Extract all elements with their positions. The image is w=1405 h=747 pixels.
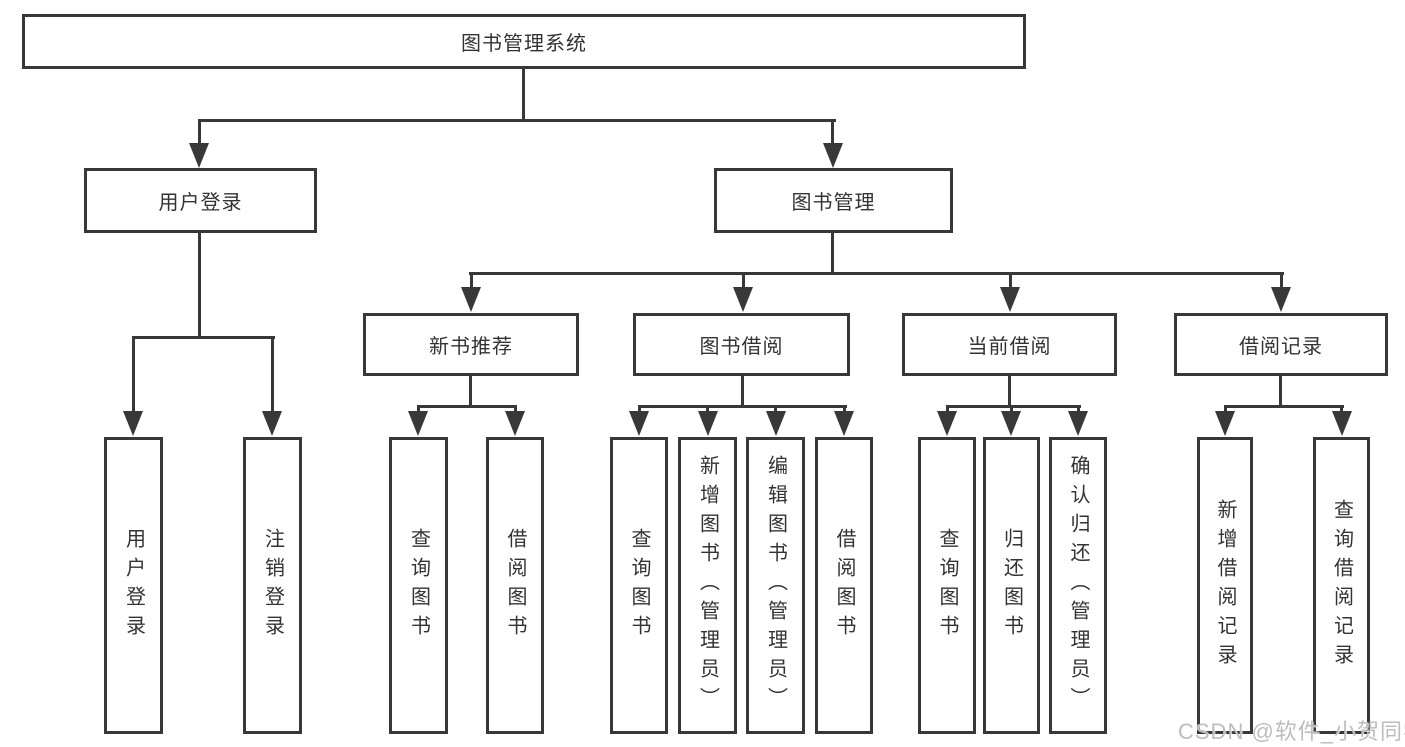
connector-line (1279, 376, 1282, 408)
node-current-borrow: 当前借阅 (902, 313, 1117, 376)
connector-line (946, 405, 949, 415)
leaf-add-book-admin: 新增图书（管理员） (678, 437, 737, 734)
connector-line (946, 405, 1081, 408)
leaf-add-borrow-record-label: 新增借阅记录 (1214, 498, 1236, 673)
node-borrow-record: 借阅记录 (1174, 313, 1388, 376)
connector-line (470, 272, 473, 292)
arrow-down-icon (629, 411, 649, 436)
connector-line (831, 233, 834, 275)
arrow-down-icon (1271, 287, 1291, 312)
leaf-confirm-return-admin-label: 确认归还（管理员） (1067, 455, 1089, 716)
connector-line (774, 405, 777, 415)
arrow-down-icon (505, 411, 525, 436)
arrow-down-icon (733, 287, 753, 312)
arrow-down-icon (1068, 411, 1088, 436)
connector-line (514, 405, 517, 415)
leaf-query-borrow-record: 查询借阅记录 (1313, 437, 1370, 734)
connector-line (1224, 405, 1344, 408)
leaf-return-book: 归还图书 (983, 437, 1040, 734)
node-user-login-branch: 用户登录 (84, 168, 317, 233)
arrow-down-icon (766, 411, 786, 436)
connector-line (469, 376, 472, 408)
arrow-down-icon (1215, 411, 1235, 436)
arrow-down-icon (834, 411, 854, 436)
connector-line (1010, 405, 1013, 415)
arrow-down-icon (408, 411, 428, 436)
leaf-borrow-book-borrow: 借阅图书 (815, 437, 873, 734)
connector-line (522, 69, 525, 121)
connector-line (198, 233, 201, 339)
node-root-label: 图书管理系统 (461, 33, 587, 55)
connector-line (1009, 272, 1012, 292)
connector-line (1224, 405, 1227, 415)
arrow-down-icon (1000, 287, 1020, 312)
arrow-down-icon (461, 287, 481, 312)
arrow-down-icon (1332, 411, 1352, 436)
leaf-confirm-return-admin: 确认归还（管理员） (1049, 437, 1107, 734)
leaf-query-book-borrow: 查询图书 (610, 437, 668, 734)
connector-line (417, 405, 517, 408)
connector-line (741, 376, 744, 408)
arrow-down-icon (937, 411, 957, 436)
leaf-user-login-label: 用户登录 (122, 527, 145, 644)
node-new-book-rec-label: 新书推荐 (429, 336, 513, 358)
leaf-query-book-current: 查询图书 (918, 437, 976, 734)
leaf-borrow-book-borrow-label: 借阅图书 (833, 527, 855, 644)
connector-line (1280, 272, 1283, 292)
connector-line (198, 119, 201, 149)
arrow-down-icon (823, 143, 843, 168)
connector-line (638, 405, 847, 408)
connector-line (271, 336, 274, 414)
leaf-borrow-book-newrec-label: 借阅图书 (504, 527, 526, 644)
node-book-mgmt-branch-label: 图书管理 (791, 192, 876, 214)
node-user-login-branch-label: 用户登录 (158, 192, 243, 214)
leaf-query-book-borrow-label: 查询图书 (628, 527, 650, 644)
leaf-query-book-newrec: 查询图书 (389, 437, 448, 734)
leaf-add-borrow-record: 新增借阅记录 (1197, 437, 1253, 734)
leaf-borrow-book-newrec: 借阅图书 (486, 437, 544, 734)
leaf-edit-book-admin-label: 编辑图书（管理员） (764, 455, 787, 716)
connector-line (742, 272, 745, 292)
connector-line (831, 119, 834, 149)
leaf-add-book-admin-label: 新增图书（管理员） (696, 455, 719, 716)
leaf-query-book-current-label: 查询图书 (936, 527, 958, 644)
leaf-edit-book-admin: 编辑图书（管理员） (746, 437, 805, 734)
leaf-user-login: 用户登录 (104, 437, 163, 734)
node-book-borrow-label: 图书借阅 (699, 336, 784, 358)
connector-line (132, 336, 275, 339)
connector-line (1340, 405, 1343, 415)
node-book-borrow: 图书借阅 (633, 313, 850, 376)
connector-line (198, 119, 836, 122)
leaf-logout: 注销登录 (243, 437, 302, 734)
csdn-watermark: CSDN @软件_小贺同学 (1178, 719, 1405, 744)
leaf-return-book-label: 归还图书 (1000, 527, 1023, 644)
node-book-mgmt-branch: 图书管理 (714, 168, 953, 233)
connector-line (706, 405, 709, 415)
node-borrow-record-label: 借阅记录 (1239, 336, 1323, 358)
connector-line (469, 272, 1284, 275)
node-new-book-rec: 新书推荐 (363, 313, 579, 376)
connector-line (132, 336, 135, 414)
arrow-down-icon (262, 411, 282, 436)
arrow-down-icon (698, 411, 718, 436)
leaf-query-borrow-record-label: 查询借阅记录 (1330, 498, 1353, 673)
arrow-down-icon (1001, 411, 1021, 436)
arrow-down-icon (189, 143, 209, 168)
leaf-logout-label: 注销登录 (261, 527, 284, 644)
leaf-query-book-newrec-label: 查询图书 (407, 527, 430, 644)
arrow-down-icon (123, 411, 143, 436)
node-current-borrow-label: 当前借阅 (967, 336, 1052, 358)
node-root: 图书管理系统 (22, 14, 1026, 69)
connector-line (638, 405, 641, 415)
connector-line (1077, 405, 1080, 415)
connector-line (843, 405, 846, 415)
connector-line (1008, 376, 1011, 408)
connector-line (417, 405, 420, 415)
